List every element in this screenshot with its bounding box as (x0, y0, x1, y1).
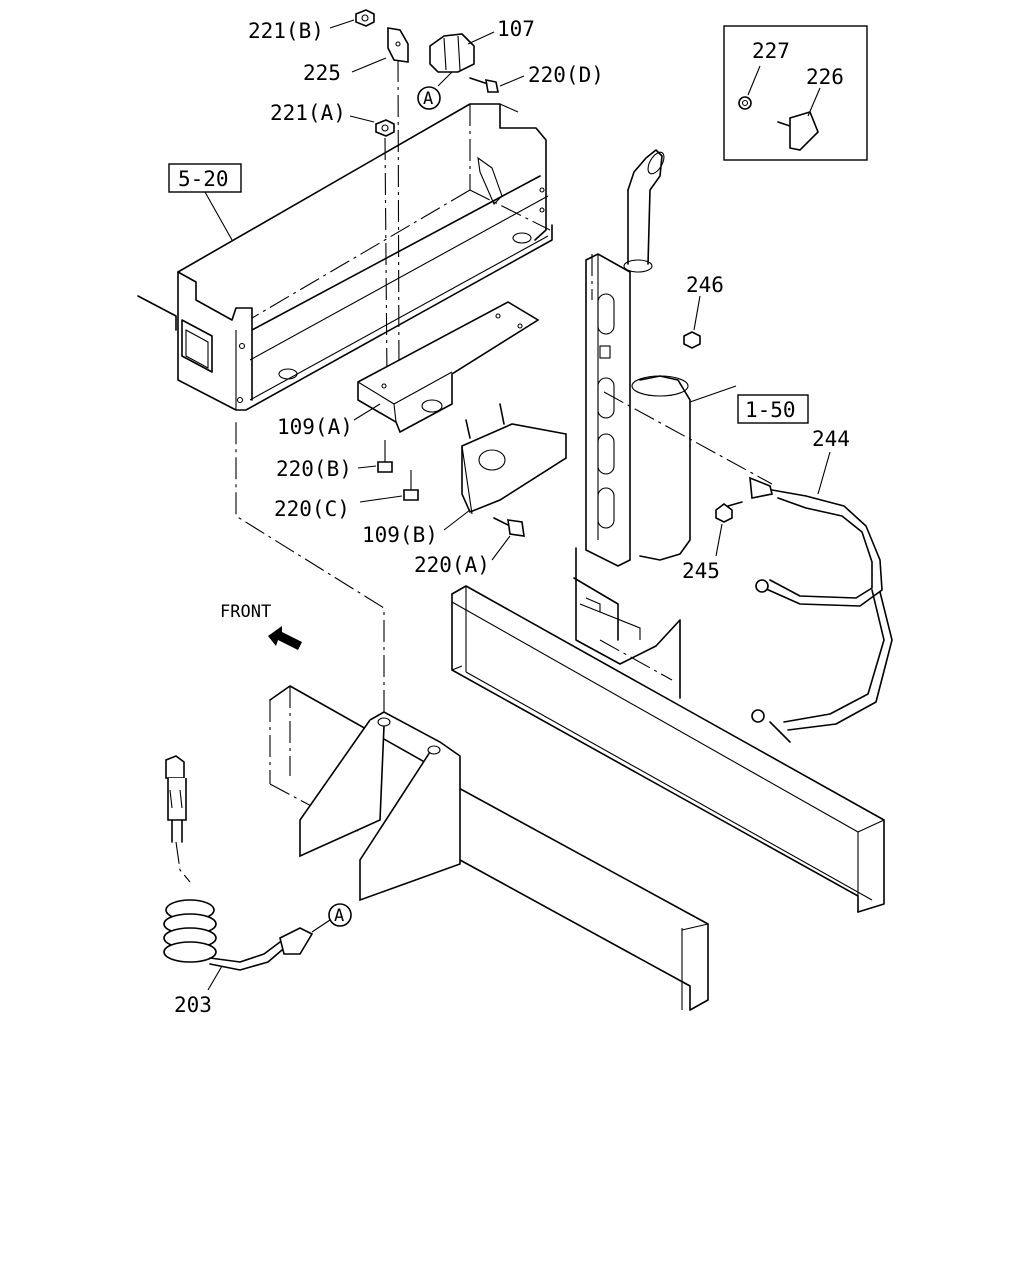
label-1-50: 1-50 (745, 398, 796, 422)
exhaust-muffler (573, 149, 773, 699)
cable-203: A (163, 755, 352, 991)
label-227: 227 (752, 39, 790, 63)
label-226: 226 (806, 65, 844, 89)
label-5-20: 5-20 (178, 167, 229, 191)
mounting-brackets (353, 301, 567, 561)
frame-rail-left (269, 685, 709, 1011)
label-245: 245 (682, 559, 720, 583)
label-107: 107 (497, 17, 535, 41)
label-203: 203 (174, 993, 212, 1017)
ref-box-1-50 (737, 394, 809, 424)
battery-support (235, 420, 461, 902)
label-221a: 221(A) (270, 101, 346, 125)
label-220a: 220(A) (414, 553, 490, 577)
front-indicator: FRONT (220, 602, 302, 650)
label-109b: 109(B) (362, 523, 438, 547)
label-220b: 220(B) (276, 457, 352, 481)
label-221b: 221(B) (248, 19, 324, 43)
label-246: 246 (686, 273, 724, 297)
circle-a-top: A (423, 89, 433, 109)
label-109a: 109(A) (277, 415, 353, 439)
frame-rail-right (451, 585, 885, 913)
top-hardware: A (329, 9, 525, 381)
label-225: 225 (303, 61, 341, 85)
circle-a-bottom: A (334, 906, 344, 926)
label-front: FRONT (220, 602, 271, 622)
ref-box-5-20 (168, 163, 242, 193)
inset-detail: 227 226 (723, 25, 868, 161)
label-220d: 220(D) (528, 63, 604, 87)
battery-box (137, 103, 553, 411)
label-244: 244 (812, 427, 850, 451)
label-220c: 220(C) (274, 497, 350, 521)
front-arrow-icon (268, 626, 302, 650)
guard-bar (715, 451, 893, 743)
